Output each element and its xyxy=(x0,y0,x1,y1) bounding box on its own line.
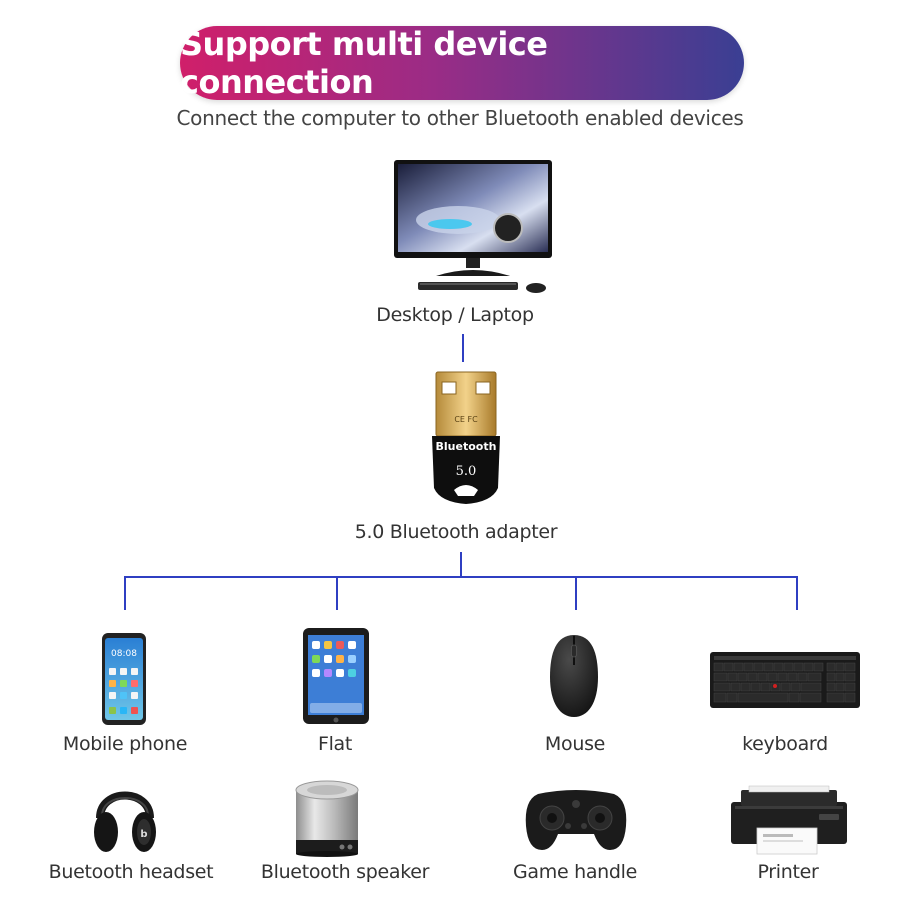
tablet-icon xyxy=(303,628,369,724)
device-label-tablet: Flat xyxy=(317,733,353,755)
cert-marks: CE FC xyxy=(454,415,478,424)
gamepad-icon xyxy=(525,790,627,850)
computer-label: Desktop / Laptop xyxy=(376,304,534,326)
printer-icon xyxy=(731,785,847,855)
connector-branch-phone xyxy=(124,576,126,610)
connector-branch-keyboard xyxy=(796,576,798,610)
connector-branch-tablet xyxy=(336,576,338,610)
connector-computer-adapter xyxy=(462,334,464,362)
device-label-phone: Mobile phone xyxy=(62,733,188,755)
desktop-computer-icon xyxy=(394,160,552,293)
adapter-version-text: 5.0 xyxy=(456,464,477,479)
connector-adapter-trunk xyxy=(460,552,462,578)
svg-text:b: b xyxy=(140,829,147,840)
mouse-icon xyxy=(550,635,598,717)
device-label-mouse: Mouse xyxy=(544,733,606,755)
adapter-label: 5.0 Bluetooth adapter xyxy=(354,521,558,543)
page-title: Support multi device connection xyxy=(180,25,548,101)
title-banner: Support multi device connection xyxy=(180,25,744,101)
device-label-speaker: Bluetooth speaker xyxy=(260,861,430,883)
device-label-gamepad: Game handle xyxy=(512,861,638,883)
svg-text:08:08: 08:08 xyxy=(111,649,137,659)
phone-icon: 08:08 xyxy=(102,633,146,725)
bluetooth-adapter-icon: CE FC Bluetooth 5.0 xyxy=(432,371,500,504)
device-label-printer: Printer xyxy=(757,861,819,883)
connector-branch-mouse xyxy=(575,576,577,610)
adapter-brand-text: Bluetooth xyxy=(436,440,497,453)
connector-horizontal-bar xyxy=(124,576,798,578)
headset-icon: b xyxy=(94,791,156,852)
page-subtitle: Connect the computer to other Bluetooth … xyxy=(176,106,744,130)
device-label-headset: Buetooth headset xyxy=(48,861,214,883)
speaker-icon xyxy=(295,780,359,857)
keyboard-icon xyxy=(710,652,860,708)
device-label-keyboard: keyboard xyxy=(742,733,828,755)
